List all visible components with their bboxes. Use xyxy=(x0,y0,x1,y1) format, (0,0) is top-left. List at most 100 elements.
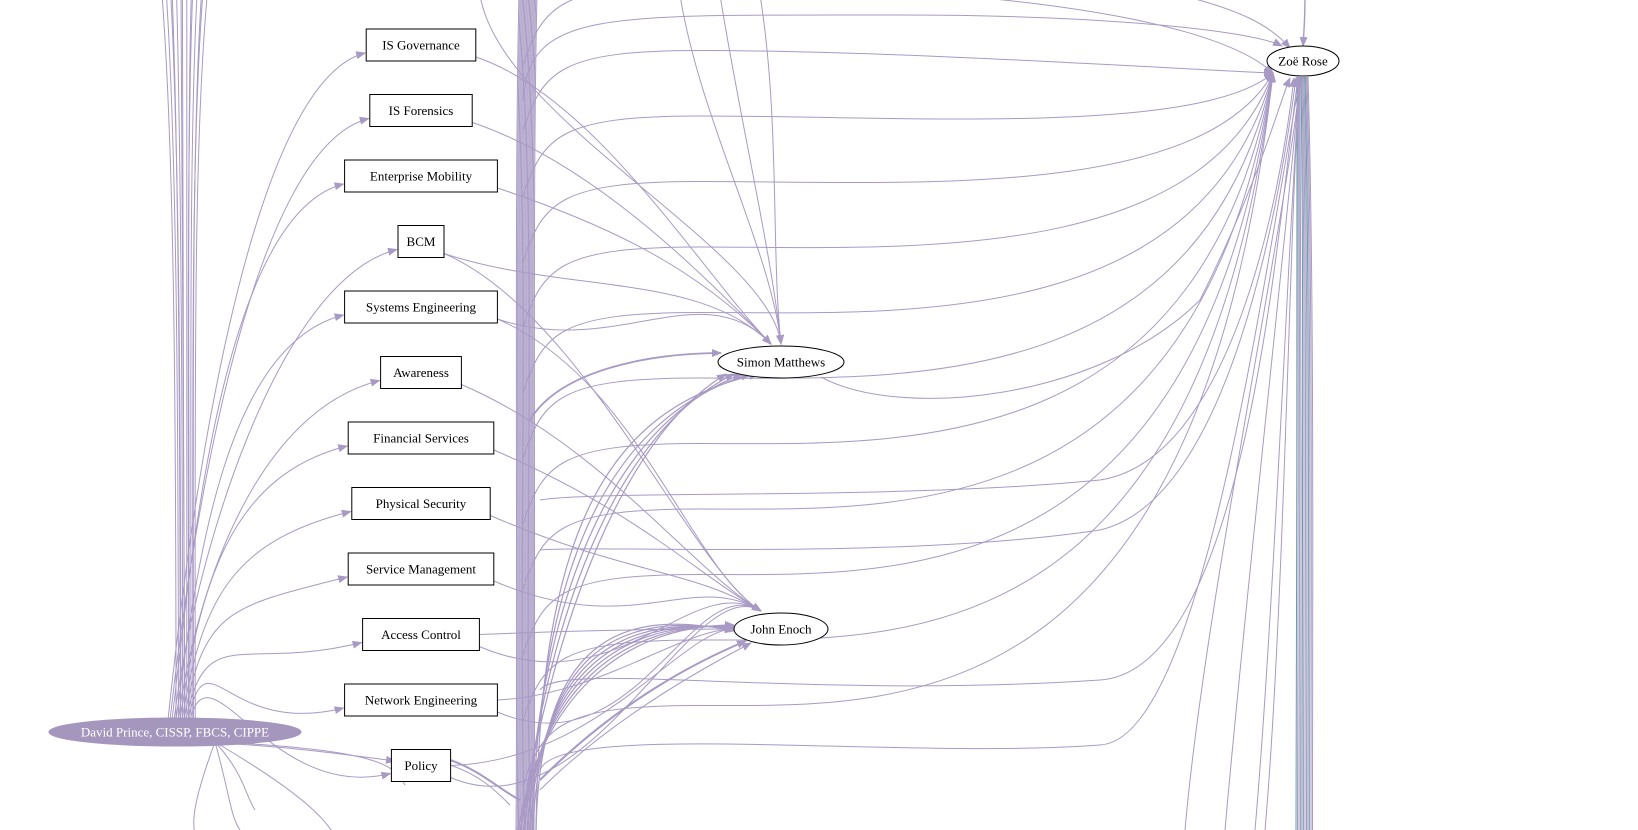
skill-node-access-control[interactable]: Access Control xyxy=(362,618,480,651)
bundle-edge xyxy=(527,373,743,830)
graph-edge xyxy=(181,0,185,721)
graph-edge xyxy=(190,0,198,721)
graph-edge xyxy=(1299,76,1302,830)
graph-edge xyxy=(449,759,521,801)
skill-to-person-edge xyxy=(497,313,772,345)
skill-node-box xyxy=(365,28,477,62)
skill-to-person-edge xyxy=(522,72,1276,721)
center-person-node[interactable]: David Prince, CISSP, FBCS, CIPPE xyxy=(48,717,302,747)
skill-node-financial-services[interactable]: Financial Services xyxy=(347,421,495,455)
graph-edge xyxy=(1300,76,1304,830)
center-to-skill-edge xyxy=(175,313,345,721)
skill-to-person-edge xyxy=(497,318,762,612)
skill-to-person-edge xyxy=(479,602,762,663)
skill-node-label: Physical Security xyxy=(376,496,467,511)
skill-to-person-edge xyxy=(461,384,762,612)
skill-node-enterprise-mobility[interactable]: Enterprise Mobility xyxy=(344,159,498,193)
skill-node-label: Financial Services xyxy=(373,431,469,446)
skill-to-person-edge xyxy=(522,72,1274,197)
person-to-person-edge xyxy=(539,77,1301,691)
graph-edge xyxy=(1305,76,1311,830)
graph-edge xyxy=(214,741,256,811)
graph-edge xyxy=(520,0,525,830)
bundle-edge xyxy=(529,349,722,421)
graph-edge xyxy=(680,0,785,345)
skill-node-box xyxy=(351,487,491,520)
skill-node-box xyxy=(380,356,462,389)
skill-to-person-edge xyxy=(522,72,1276,655)
person-node-shape xyxy=(733,612,829,646)
skill-to-person-edge xyxy=(497,625,735,701)
skill-to-person-edge xyxy=(522,72,1275,459)
skill-node-is-governance[interactable]: IS Governance xyxy=(365,28,477,62)
center-node-label: David Prince, CISSP, FBCS, CIPPE xyxy=(81,725,269,740)
center-to-skill-edge xyxy=(234,743,396,764)
skill-node-label: IS Forensics xyxy=(389,103,454,118)
person-node-john-enoch[interactable]: John Enoch xyxy=(733,612,829,646)
person-node-simon-matthews[interactable]: Simon Matthews xyxy=(717,345,845,379)
node-layer: David Prince, CISSP, FBCS, CIPPE IS Gover… xyxy=(48,28,1340,782)
skill-to-person-edge xyxy=(493,580,762,612)
graph-edge xyxy=(1294,76,1303,830)
bundle-edge xyxy=(539,640,747,781)
skill-to-person-edge xyxy=(479,625,735,635)
skill-node-box xyxy=(344,159,498,193)
graph-edge xyxy=(1184,77,1301,830)
skill-node-awareness[interactable]: Awareness xyxy=(380,356,462,389)
person-node-shape xyxy=(717,345,845,379)
person-node-label: Zoë Rose xyxy=(1278,54,1328,69)
skill-to-person-edge xyxy=(522,72,1274,328)
edge-layer xyxy=(161,0,1314,830)
bundle-edge xyxy=(520,621,735,830)
graph-edge xyxy=(214,741,241,830)
skill-node-is-forensics[interactable]: IS Forensics xyxy=(369,94,473,127)
graph-edge xyxy=(1303,76,1308,830)
skill-node-box xyxy=(362,618,480,651)
skill-to-person-edge xyxy=(493,449,762,612)
graph-edge xyxy=(161,0,177,721)
graph-edge xyxy=(1302,76,1306,830)
center-to-skill-edge xyxy=(169,116,370,721)
center-to-skill-edge xyxy=(167,51,367,721)
graph-edge xyxy=(214,741,332,830)
center-to-skill-edge xyxy=(171,182,345,721)
skill-node-box xyxy=(344,683,498,717)
graph-edge xyxy=(1301,76,1305,830)
graph-edge xyxy=(720,0,785,345)
skill-node-systems-engineering[interactable]: Systems Engineering xyxy=(344,290,498,324)
skill-to-person-edge xyxy=(522,0,1274,74)
bundle-edge xyxy=(529,623,735,830)
bundle-edge xyxy=(531,372,751,830)
skill-node-service-management[interactable]: Service Management xyxy=(347,552,495,586)
center-to-skill-edge xyxy=(187,682,345,721)
skill-node-policy[interactable]: Policy xyxy=(390,749,452,782)
skill-to-person-edge xyxy=(522,72,1276,524)
person-node-zoe-rose[interactable]: Zoë Rose xyxy=(1266,45,1340,77)
skill-to-person-edge xyxy=(522,14,1283,101)
graph-edge xyxy=(1293,76,1302,830)
center-to-skill-edge xyxy=(181,509,352,721)
skill-node-box xyxy=(390,749,452,782)
graph-edge xyxy=(1254,77,1301,830)
graph-edge xyxy=(533,0,538,830)
skill-node-box xyxy=(347,421,495,455)
graph-edge xyxy=(1298,76,1301,830)
graph-edge xyxy=(515,0,520,830)
graph-edge xyxy=(519,0,523,830)
person-node-shape xyxy=(1266,45,1340,77)
skill-node-physical-security[interactable]: Physical Security xyxy=(351,487,491,520)
skill-node-label: Network Engineering xyxy=(365,693,478,708)
graph-edge xyxy=(176,0,184,721)
skill-to-person-edge xyxy=(490,515,762,612)
skill-node-bcm[interactable]: BCM xyxy=(397,225,445,258)
person-to-person-edge xyxy=(539,77,1297,501)
graph-edge xyxy=(760,0,785,345)
graph-edge xyxy=(531,0,535,830)
skill-node-label: Access Control xyxy=(381,627,461,642)
graph-edge xyxy=(1264,77,1301,830)
skill-to-person-edge xyxy=(450,602,762,787)
bundle-edge xyxy=(535,623,735,830)
skill-node-label: Enterprise Mobility xyxy=(370,169,473,184)
skill-node-network-engineering[interactable]: Network Engineering xyxy=(344,683,498,717)
person-node-label: John Enoch xyxy=(750,622,812,637)
